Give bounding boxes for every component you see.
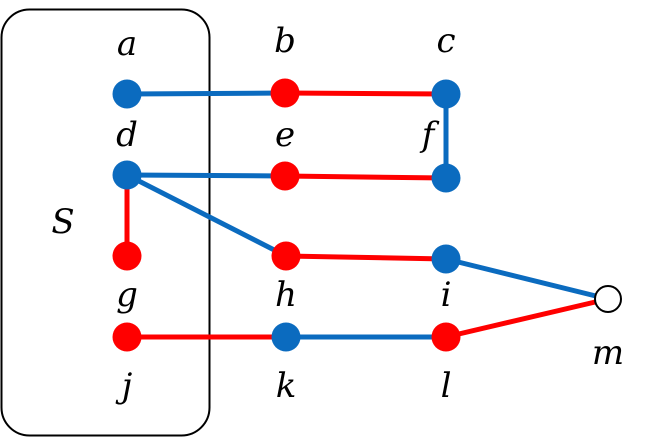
edge-i-m (445, 256, 609, 302)
node-label-m: m (592, 333, 624, 373)
nodes-layer (112, 78, 622, 352)
node-i (431, 244, 461, 274)
edge-l-m (445, 296, 609, 340)
edges-layer (124, 90, 609, 340)
node-label-g: g (116, 275, 138, 315)
node-g (112, 241, 142, 271)
node-label-j: j (115, 366, 133, 406)
node-e (270, 161, 300, 191)
node-f (431, 163, 461, 193)
node-label-e: e (275, 115, 295, 155)
node-label-h: h (275, 275, 297, 315)
node-label-l: l (441, 366, 452, 406)
edge-d-e (126, 172, 286, 179)
edge-d-h (125, 172, 288, 259)
node-h (271, 241, 301, 271)
node-k (271, 322, 301, 352)
node-a (112, 79, 142, 109)
node-l (431, 322, 461, 352)
node-c (431, 79, 461, 109)
set-s-label: S (51, 202, 74, 242)
edge-b-c (284, 90, 447, 97)
node-label-b: b (274, 21, 296, 61)
edge-e-f (284, 173, 447, 181)
node-j (112, 322, 142, 352)
edge-a-b (126, 90, 286, 97)
node-label-i: i (441, 275, 452, 315)
node-label-k: k (276, 366, 297, 406)
set-s-boundary (0, 8, 211, 437)
node-m (594, 285, 622, 313)
node-d (112, 160, 142, 190)
edge-h-i (285, 253, 447, 262)
node-label-a: a (117, 24, 137, 64)
node-b (270, 78, 300, 108)
node-label-c: c (436, 21, 455, 61)
labels-layer: a b c d e f g h i j k l m (115, 21, 624, 406)
node-label-d: d (116, 115, 138, 155)
node-label-f: f (419, 115, 440, 155)
